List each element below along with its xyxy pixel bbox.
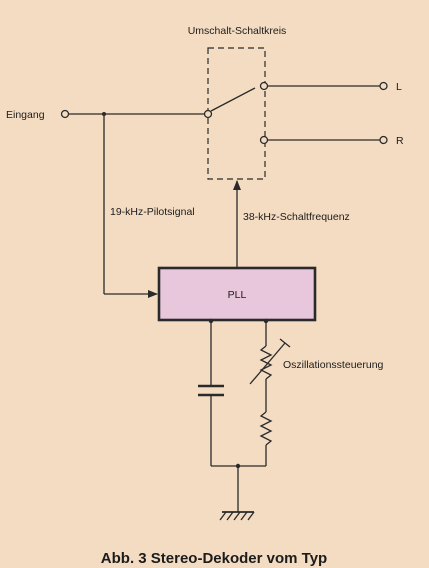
switch-pivot-terminal	[203, 109, 213, 119]
switch-contact-l	[259, 81, 269, 91]
switch-circuit-label: Umschalt-Schaltkreis	[188, 25, 287, 37]
output-r-terminal	[379, 135, 388, 145]
variable-resistor-arrow	[249, 342, 286, 385]
resistor-zigzag	[259, 411, 273, 446]
pll-block	[157, 266, 317, 322]
switch-contact-r	[259, 135, 269, 145]
variable-resistor-zigzag	[259, 345, 273, 380]
switch-frequency-label: 38-kHz-Schaltfrequenz	[243, 211, 350, 223]
switch-circuit-box	[207, 47, 266, 180]
input-terminal	[60, 109, 70, 119]
switch-arm	[210, 87, 256, 112]
pilot-signal-label: 19-kHz-Pilotsignal	[110, 206, 195, 218]
oscillation-control-label: Oszillationssteuerung	[283, 359, 384, 371]
figure-caption: Abb. 3 Stereo-Dekoder vom Typ	[101, 550, 327, 567]
variable-resistor-arrow-tee	[279, 338, 291, 348]
output-r-label: R	[396, 135, 404, 147]
output-l-terminal	[379, 81, 388, 91]
output-l-label: L	[396, 81, 402, 93]
pll-label: PLL	[228, 289, 247, 301]
ground-icon	[219, 511, 255, 521]
input-label: Eingang	[6, 109, 45, 121]
